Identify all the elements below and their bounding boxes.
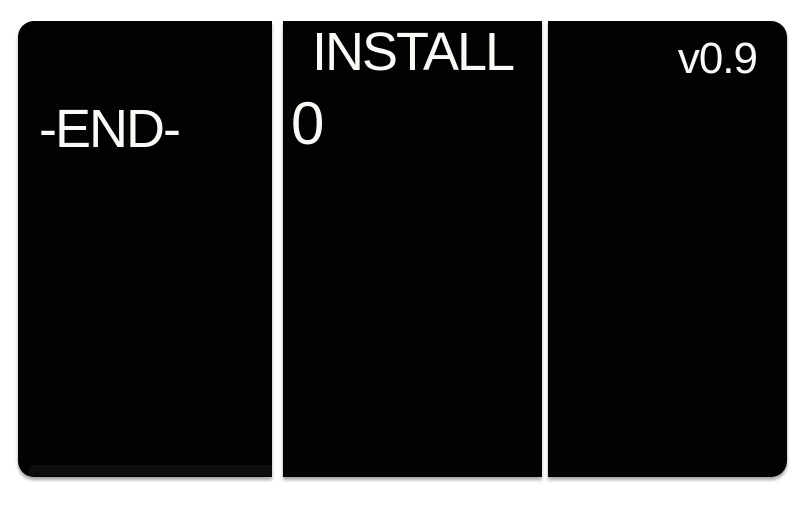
end-label: -END-	[39, 99, 181, 159]
install-title: INSTALL	[311, 22, 515, 82]
install-screen[interactable]: INSTALL 0	[283, 21, 542, 477]
install-count: 0	[291, 90, 325, 157]
footer-bar	[28, 465, 272, 476]
version-label: v0.9	[677, 34, 758, 83]
version-screen[interactable]: v0.9	[548, 21, 787, 477]
three-screen-display: -END- INSTALL 0 v0.9	[18, 21, 787, 477]
end-screen[interactable]: -END-	[18, 21, 272, 477]
